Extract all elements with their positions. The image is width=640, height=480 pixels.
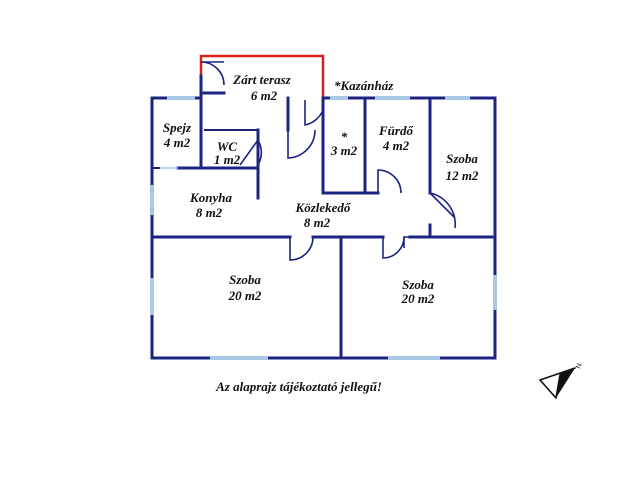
pantry-area: 4 m2	[163, 135, 191, 150]
room-right-area: 12 m2	[446, 168, 479, 183]
door-terrace-inner	[287, 129, 316, 159]
bathroom-area: 4 m2	[382, 138, 410, 153]
room-left-area: 20 m2	[228, 288, 262, 303]
door-bathroom	[377, 169, 402, 194]
hall-area: 8 m2	[304, 215, 331, 230]
bathroom-name: Fürdő	[378, 123, 414, 138]
door-room-mid	[382, 236, 410, 259]
kazanhaz-name: *	[341, 129, 348, 144]
kitchen-name: Konyha	[189, 190, 232, 205]
hall-name: Közlekedő	[295, 200, 352, 215]
kitchen-area: 8 m2	[196, 205, 223, 220]
pantry-name: Spejz	[163, 120, 192, 135]
room-left-name: Szoba	[229, 272, 261, 287]
wc-name: WC	[217, 139, 238, 154]
compass-label: N	[575, 363, 583, 370]
disclaimer: Az alaprajz tájékoztató jellegű!	[215, 379, 382, 394]
kazanhaz-area: 3 m2	[330, 143, 358, 158]
room-mid-area: 20 m2	[401, 291, 435, 306]
room-right-name: Szoba	[446, 151, 478, 166]
north-arrow-icon: N	[539, 363, 584, 399]
boiler-note: *Kazánház	[334, 78, 394, 93]
terrace-area: 6 m2	[251, 88, 278, 103]
door-room-right	[429, 192, 457, 229]
door-room-left	[289, 236, 314, 261]
room-mid-name: Szoba	[402, 277, 434, 292]
door-terrace	[200, 61, 225, 86]
terrace-outline	[199, 54, 325, 100]
door-wc	[239, 139, 263, 166]
wc-area: 1 m2	[214, 152, 241, 167]
door-kazanhaz-top	[304, 100, 324, 126]
terrace-name: Zárt terasz	[232, 72, 291, 87]
outer-wall-main	[150, 96, 497, 360]
